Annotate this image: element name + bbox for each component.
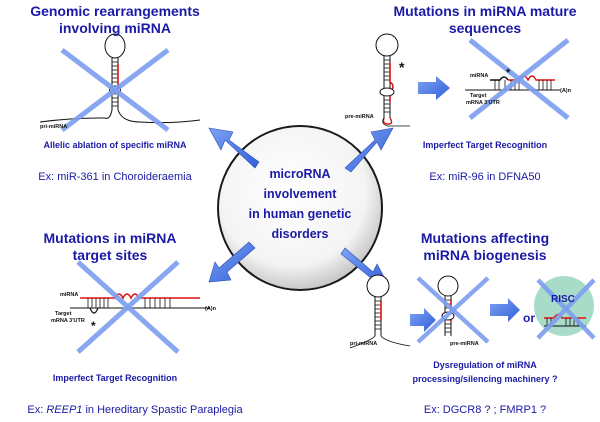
br-subtitle-line-2: processing/silencing machinery ? [412, 374, 558, 384]
bl-label-mirna: miRNA [60, 292, 78, 298]
tr-title-line-1: Mutations in miRNA mature [393, 3, 577, 19]
bl-example-gene: REEP1 [46, 404, 83, 416]
br-label-pre: pre-miRNA [450, 341, 479, 347]
tl-subtitle: Allelic ablation of specific miRNA [43, 140, 187, 150]
bl-example-suffix: in Hereditary Spastic Paraplegia [82, 404, 243, 416]
br-label-risc: RISC [551, 294, 575, 305]
br-cross-1b [416, 276, 490, 344]
tr-title-line-2: sequences [448, 20, 522, 36]
br-subtitle-line-1: Dysregulation of miRNA [433, 360, 537, 370]
br-arrow-2 [490, 298, 520, 322]
br-example: Ex: DGCR8 ? ; FMRP1 ? [423, 404, 547, 416]
tr-subtitle: Imperfect Target Recognition [422, 140, 548, 150]
tl-example: Ex: miR-361 in Choroideraemia [38, 171, 192, 183]
br-arrow-1 [410, 308, 436, 332]
bl-subtitle: Imperfect Target Recognition [52, 373, 178, 383]
center-line-1: microRNA [269, 167, 331, 181]
tl-hairpin [39, 33, 201, 124]
tl-title: Genomic rearrangements involving miRNA [15, 3, 215, 37]
tr-label-pre: pre-miRNA [345, 114, 374, 120]
bl-label-target-1: Target [55, 311, 72, 317]
bl-label-target-2: mRNA 3'UTR [51, 318, 85, 324]
center-line-3: in human genetic [248, 207, 352, 221]
bl-cross-b [76, 260, 180, 354]
br-title: Mutations affecting miRNA biogenesis [395, 230, 575, 264]
center-label: microRNA involvement in human genetic di… [222, 164, 378, 244]
bl-title-line-2: target sites [72, 247, 148, 263]
tr-cross-b [468, 38, 570, 120]
bl-example-prefix: Ex: [27, 404, 47, 416]
arrow-top-right [344, 127, 394, 173]
br-title-line-1: Mutations affecting [420, 230, 550, 246]
tr-label-target-2: mRNA 3'UTR [466, 100, 500, 106]
tl-cross-b [60, 48, 170, 132]
br-label-or: or [523, 311, 535, 325]
tl-title-line-1: Genomic rearrangements [30, 3, 200, 19]
center-circle [217, 125, 383, 291]
arrow-top-left [208, 127, 260, 169]
tr-star: * [399, 59, 405, 75]
tr-example: Ex: miR-96 in DFNA50 [429, 171, 541, 183]
bl-star: * [91, 319, 96, 333]
bl-title: Mutations in miRNA target sites [20, 230, 200, 264]
tl-title-line-2: involving miRNA [58, 20, 171, 36]
tr-title: Mutations in miRNA mature sequences [385, 3, 585, 37]
tr-label-target-1: Target [470, 93, 487, 99]
tr-star-2: * [506, 67, 511, 79]
center-line-4: disorders [271, 227, 329, 241]
arrow-bottom-left [208, 241, 256, 283]
tl-label-pri: pri-miRNA [40, 124, 67, 130]
tr-hairpin [375, 33, 410, 127]
br-cross-2b [536, 278, 596, 340]
tr-label-polya: (A)n [560, 88, 572, 94]
center-line-2: involvement [263, 187, 337, 201]
tr-small-arrow [418, 76, 450, 100]
br-label-pri: pri-miRNA [350, 341, 377, 347]
bl-title-line-1: Mutations in miRNA [43, 230, 177, 246]
bl-duplex [70, 293, 210, 314]
bl-example: Ex: REEP1 in Hereditary Spastic Parapleg… [0, 404, 270, 416]
tr-label-mirna: miRNA [470, 73, 488, 79]
bl-label-polya: (A)n [205, 306, 217, 312]
br-pri-hairpin [349, 274, 411, 349]
br-title-line-2: miRNA biogenesis [423, 247, 547, 263]
br-subtitle: Dysregulation of miRNA processing/silenc… [385, 358, 585, 386]
